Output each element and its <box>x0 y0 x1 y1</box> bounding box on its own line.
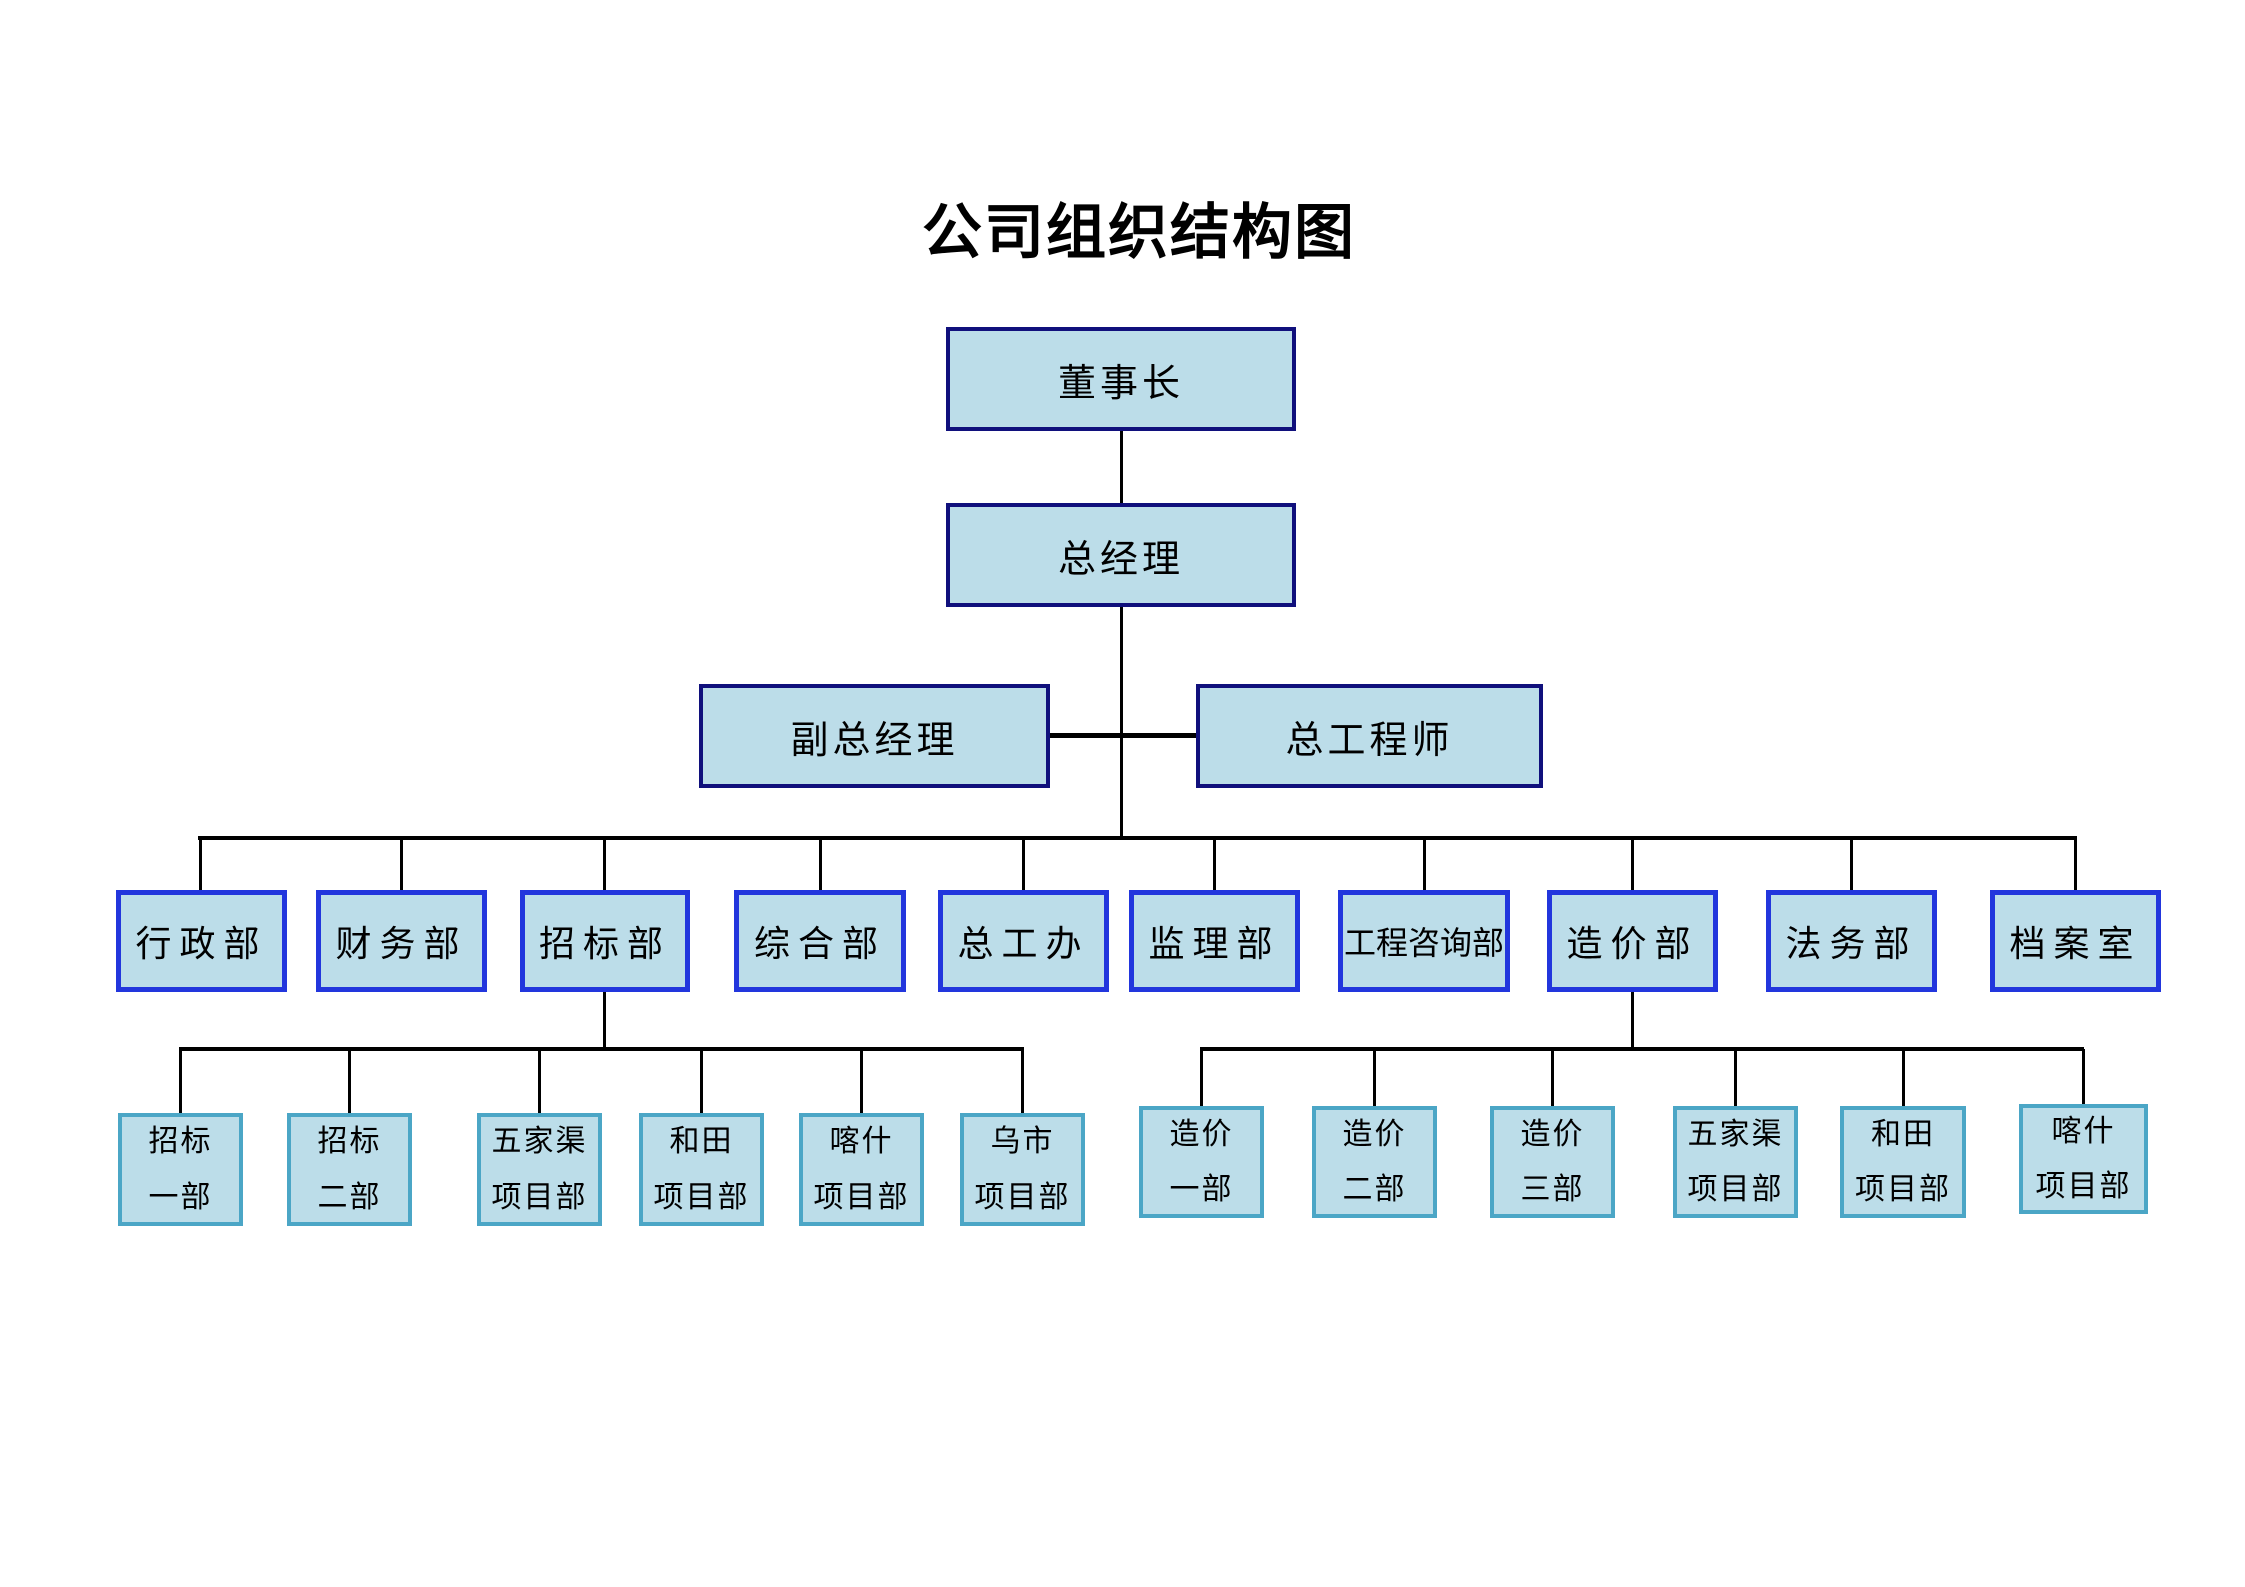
node-dept-archives: 档案室 <box>1990 890 2161 992</box>
node-cost-kashi-project: 喀什 项目部 <box>2019 1104 2148 1214</box>
connector-bidding-trunk <box>603 992 606 1049</box>
connector-cost-trunk <box>1631 992 1634 1049</box>
node-dept-legal: 法务部 <box>1766 890 1937 992</box>
connector-drop-cost-no3 <box>1551 1049 1554 1108</box>
node-bidding-wushi-project: 乌市 项目部 <box>960 1113 1085 1226</box>
connector-drop-chief-office <box>1022 836 1025 892</box>
node-chairman: 董事长 <box>946 327 1296 431</box>
node-dept-engineering-consulting: 工程咨询部 <box>1338 890 1510 992</box>
connector-drop-archives <box>2074 836 2077 892</box>
connector-gm-trunk <box>1120 607 1123 836</box>
node-chief-engineer: 总工程师 <box>1196 684 1543 788</box>
node-dept-chief-engineer-office: 总工办 <box>938 890 1109 992</box>
connector-drop-bidding-no1 <box>179 1049 182 1115</box>
connector-drop-cost-hetian <box>1902 1049 1905 1108</box>
node-bidding-wujiaqu-project: 五家渠 项目部 <box>477 1113 602 1226</box>
node-bidding-hetian-project: 和田 项目部 <box>639 1113 764 1226</box>
connector-drop-supervision <box>1213 836 1216 892</box>
node-dept-admin: 行政部 <box>116 890 287 992</box>
connector-drop-admin <box>199 836 202 892</box>
node-cost-no1: 造价 一部 <box>1139 1106 1264 1218</box>
connector-cost-rail <box>1200 1047 2084 1051</box>
connector-drop-legal <box>1850 836 1853 892</box>
node-cost-no3: 造价 三部 <box>1490 1106 1615 1218</box>
node-bidding-no1: 招标 一部 <box>118 1113 243 1226</box>
node-dept-general: 综合部 <box>734 890 906 992</box>
connector-drop-bidding <box>603 836 606 892</box>
node-dept-supervision: 监理部 <box>1129 890 1300 992</box>
connector-drop-finance <box>400 836 403 892</box>
connector-drop-general <box>819 836 822 892</box>
connector-drop-consulting <box>1423 836 1426 892</box>
node-cost-wujiaqu-project: 五家渠 项目部 <box>1673 1106 1798 1218</box>
node-bidding-no2: 招标 二部 <box>287 1113 412 1226</box>
chart-title: 公司组织结构图 <box>922 198 1356 268</box>
connector-drop-cost-no1 <box>1200 1049 1203 1108</box>
node-general-manager: 总经理 <box>946 503 1296 607</box>
node-bidding-kashi-project: 喀什 项目部 <box>799 1113 924 1226</box>
node-deputy-general-manager: 副总经理 <box>699 684 1050 788</box>
connector-drop-cost-wujiaqu <box>1734 1049 1737 1108</box>
node-dept-cost: 造价部 <box>1547 890 1718 992</box>
connector-chairman-gm <box>1120 431 1123 503</box>
connector-deputy-chief <box>1050 733 1196 738</box>
connector-department-rail <box>198 836 2077 840</box>
connector-bidding-rail <box>179 1047 1024 1051</box>
node-dept-finance: 财务部 <box>316 890 487 992</box>
node-cost-hetian-project: 和田 项目部 <box>1840 1106 1966 1218</box>
connector-drop-bidding-wushi <box>1021 1049 1024 1115</box>
connector-drop-bidding-no2 <box>348 1049 351 1115</box>
node-dept-bidding: 招标部 <box>520 890 690 992</box>
connector-drop-cost <box>1631 836 1634 892</box>
node-cost-no2: 造价 二部 <box>1312 1106 1437 1218</box>
connector-drop-bidding-kashi <box>860 1049 863 1115</box>
connector-drop-bidding-hetian <box>700 1049 703 1115</box>
connector-drop-cost-no2 <box>1373 1049 1376 1108</box>
connector-drop-bidding-wujiaqu <box>538 1049 541 1115</box>
connector-drop-cost-kashi <box>2082 1049 2085 1106</box>
